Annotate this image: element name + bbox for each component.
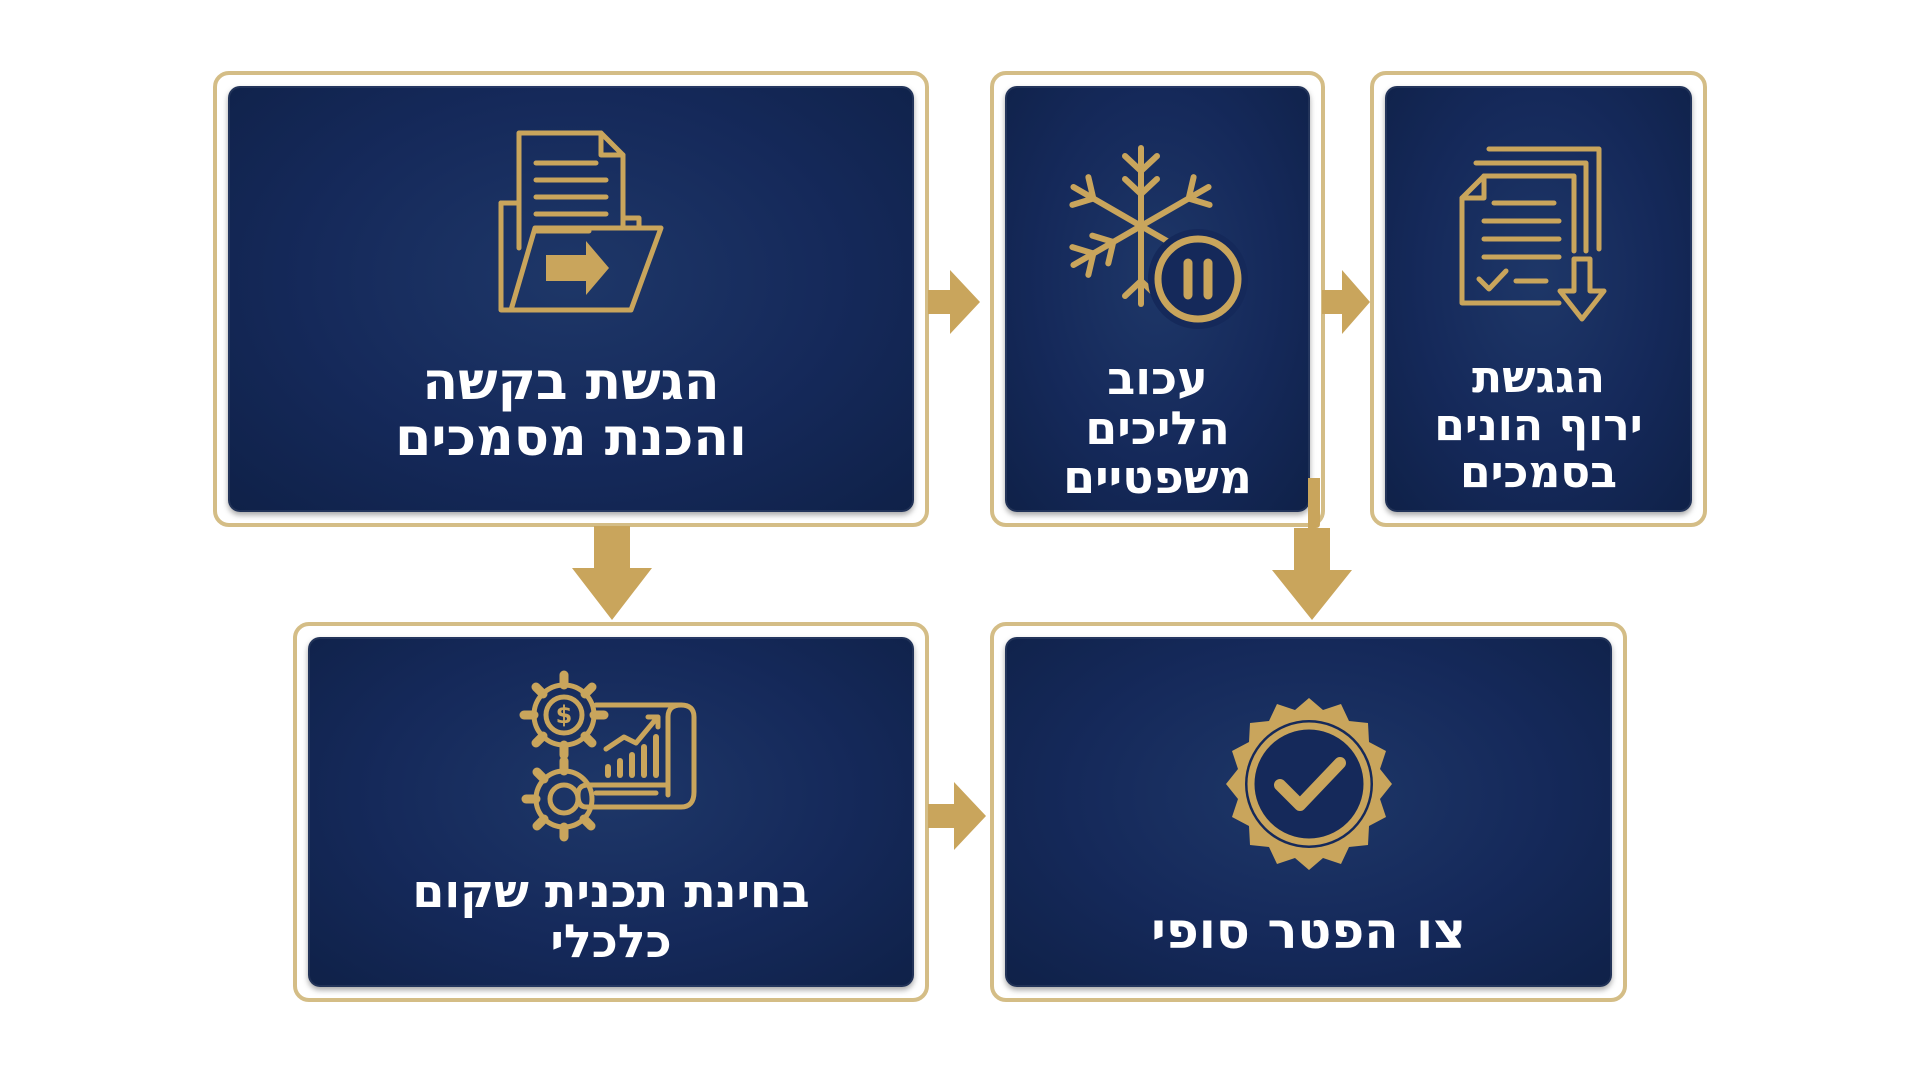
gears-chart-scroll-icon: $ bbox=[519, 670, 697, 842]
arrow-right-3 bbox=[928, 782, 986, 850]
step-frame-discharge: צו הפטר סופי bbox=[990, 622, 1627, 1002]
folder-document-arrow-icon bbox=[498, 130, 664, 313]
arrow-down-1 bbox=[572, 526, 652, 620]
arrow-down-2 bbox=[1272, 478, 1352, 620]
step-label-discharge: צו הפטר סופי bbox=[1151, 902, 1466, 960]
step-card-assets: הגגשת ירוף הונים בסמכים bbox=[1385, 86, 1692, 512]
step-label-stay: עכוב הליכים משפטיים bbox=[1063, 351, 1252, 505]
arrow-right-1 bbox=[928, 270, 980, 334]
step-frame-plan: $ bbox=[293, 622, 929, 1002]
step-frame-assets: הגגשת ירוף הונים בסמכים bbox=[1370, 71, 1707, 527]
step-label-submit: הגשת בקשה והכנת מסמכים bbox=[395, 352, 747, 469]
seal-checkmark-icon bbox=[1225, 698, 1392, 870]
svg-text:$: $ bbox=[556, 701, 573, 729]
document-download-check-icon bbox=[1459, 146, 1606, 322]
step-frame-submit: הגשת בקשה והכנת מסמכים bbox=[213, 71, 929, 527]
step-frame-stay: עכוב הליכים משפטיים bbox=[990, 71, 1325, 527]
arrow-right-2 bbox=[1322, 270, 1370, 334]
step-card-plan: $ bbox=[308, 637, 914, 987]
step-label-assets: הגגשת ירוף הונים בסמכים bbox=[1434, 352, 1643, 499]
step-card-discharge: צו הפטר סופי bbox=[1005, 637, 1612, 987]
step-label-plan: בחינת תכנית שקום כלכלי bbox=[412, 864, 810, 968]
snowflake-pause-icon bbox=[1068, 145, 1248, 329]
step-card-submit: הגשת בקשה והכנת מסמכים bbox=[228, 86, 914, 512]
step-card-stay: עכוב הליכים משפטיים bbox=[1005, 86, 1310, 512]
